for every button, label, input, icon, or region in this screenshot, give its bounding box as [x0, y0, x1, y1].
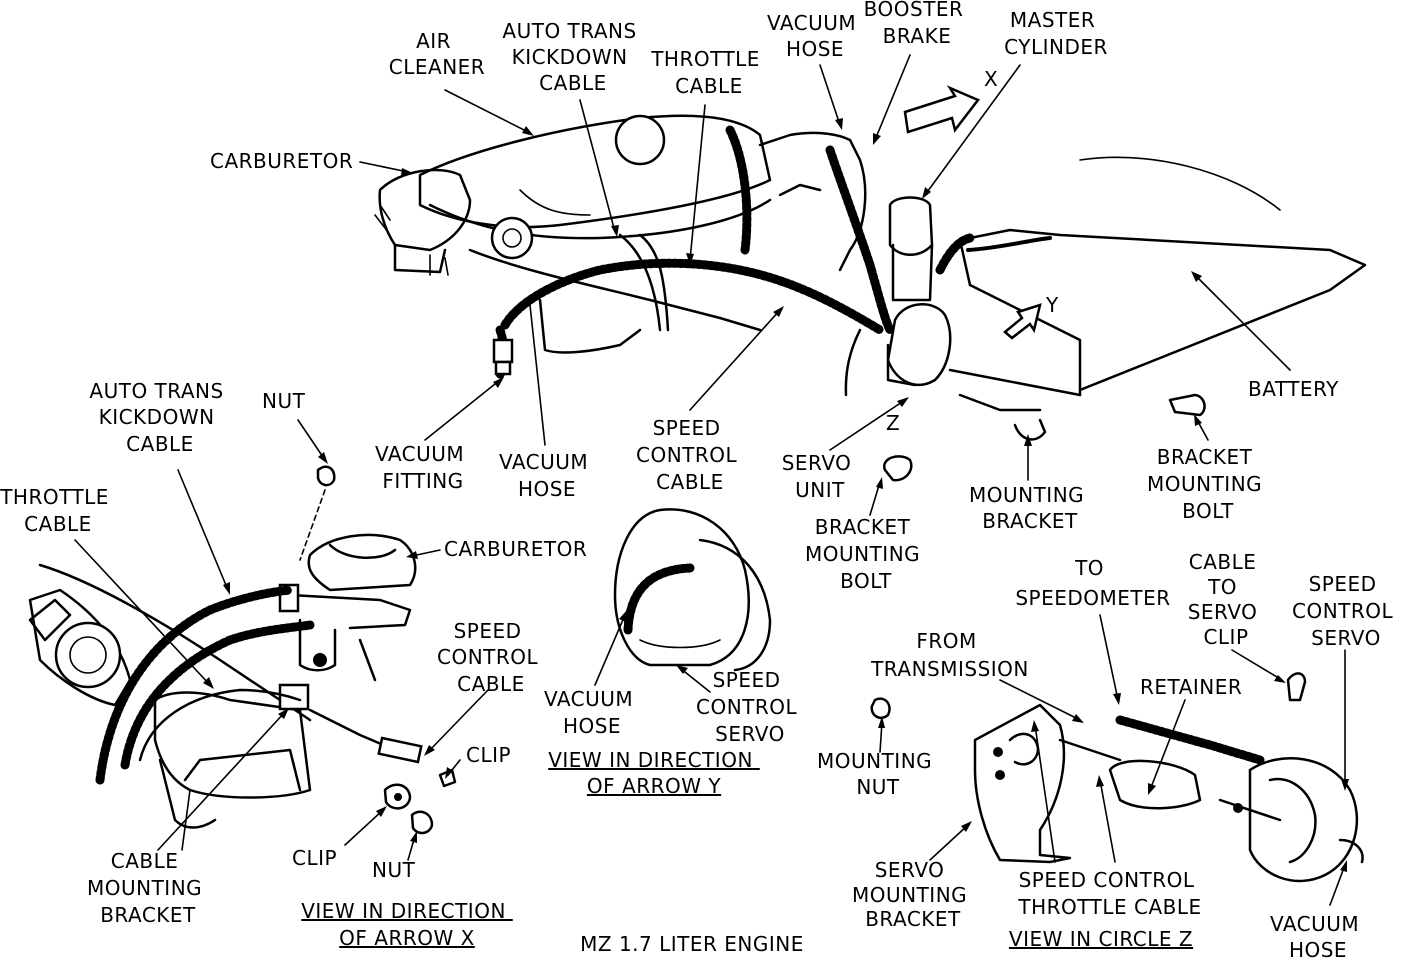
label-cable-to-servo-clip: CABLE TO SERVO CLIP [1188, 550, 1265, 649]
label-nut-top: NUT [262, 389, 306, 413]
label-speed-control-cable-top: SPEED CONTROL CABLE [636, 416, 744, 494]
label-vacuum-fitting: VACUUM FITTING [375, 442, 471, 493]
label-vacuum-hose-top: VACUUM HOSE [767, 11, 863, 61]
label-vacuum-hose-z: VACUUM HOSE [1270, 912, 1366, 962]
label-master-cylinder: MASTER CYLINDER [1004, 8, 1108, 59]
view-x-leader-lines [74, 419, 489, 861]
label-air-cleaner: AIR CLEANER [389, 29, 485, 79]
label-cable-mounting-bracket: CABLE MOUNTING BRACKET [87, 849, 209, 927]
label-vacuum-hose-y: VACUUM HOSE [544, 687, 640, 738]
label-from-transmission: FROM TRANSMISSION [870, 629, 1029, 681]
speed-control-cable-top [500, 258, 885, 335]
caption-view-z: VIEW IN CIRCLE Z [1009, 927, 1193, 951]
label-throttle-cable-top: THROTTLE CABLE [650, 47, 767, 98]
view-y-drawing [613, 508, 772, 672]
label-auto-trans-kickdown-cable-x: AUTO TRANS KICKDOWN CABLE [89, 379, 230, 456]
label-retainer: RETAINER [1140, 675, 1242, 699]
arrow-x-indicator [903, 85, 980, 134]
label-speed-control-servo-y: SPEED CONTROL SERVO [696, 668, 804, 746]
label-clip-right: CLIP [466, 743, 511, 767]
caption-view-y: VIEW IN DIRECTION OF ARROW Y [548, 748, 760, 798]
top-leader-lines [359, 54, 1291, 516]
view-x-drawing [28, 465, 457, 835]
view-z-leader-lines [878, 614, 1349, 906]
view-z-drawing [870, 672, 1364, 883]
label-arrow-y: Y [1045, 293, 1059, 317]
label-booster-brake: BOOSTER BRAKE [864, 0, 971, 48]
label-throttle-cable-x: THROTTLE CABLE [0, 485, 116, 536]
arrow-y-indicator [1003, 303, 1042, 340]
label-clip-left: CLIP [292, 846, 337, 870]
engine-caption: MZ 1.7 LITER ENGINE [580, 932, 804, 956]
label-to-speedometer: TO SPEEDOMETER [1015, 556, 1170, 610]
label-servo-mounting-bracket: SERVO MOUNTING BRACKET [852, 858, 974, 931]
label-servo-unit: SERVO UNIT [782, 451, 859, 502]
air-cleaner-wingnut [614, 114, 666, 166]
label-mounting-bracket: MOUNTING BRACKET [969, 483, 1091, 533]
view-y-leader-lines [594, 610, 711, 693]
label-auto-trans-kickdown-cable-top: AUTO TRANS KICKDOWN CABLE [502, 19, 643, 95]
label-carburetor-x: CARBURETOR [444, 537, 587, 561]
label-carburetor-top: CARBURETOR [210, 149, 353, 173]
label-bracket-mounting-bolt-right: BRACKET MOUNTING BOLT [1147, 445, 1269, 523]
label-arrow-x: X [984, 67, 998, 91]
label-nut-bottom: NUT [372, 858, 416, 882]
label-speed-control-throttle-cable: SPEED CONTROL THROTTLE CABLE [1017, 868, 1201, 919]
label-bracket-mounting-bolt-center: BRACKET MOUNTING BOLT [805, 515, 927, 593]
caption-view-x: VIEW IN DIRECTION OF ARROW X [301, 899, 513, 950]
label-speed-control-servo-z: SPEED CONTROL SERVO [1292, 572, 1400, 650]
label-battery: BATTERY [1248, 377, 1339, 401]
label-speed-control-cable-x: SPEED CONTROL CABLE [437, 619, 545, 696]
engine-compartment-drawing [374, 85, 1367, 482]
label-mounting-nut: MOUNTING NUT [817, 749, 939, 799]
label-vacuum-hose-mid: VACUUM HOSE [499, 450, 595, 501]
label-circle-z: Z [886, 411, 900, 435]
